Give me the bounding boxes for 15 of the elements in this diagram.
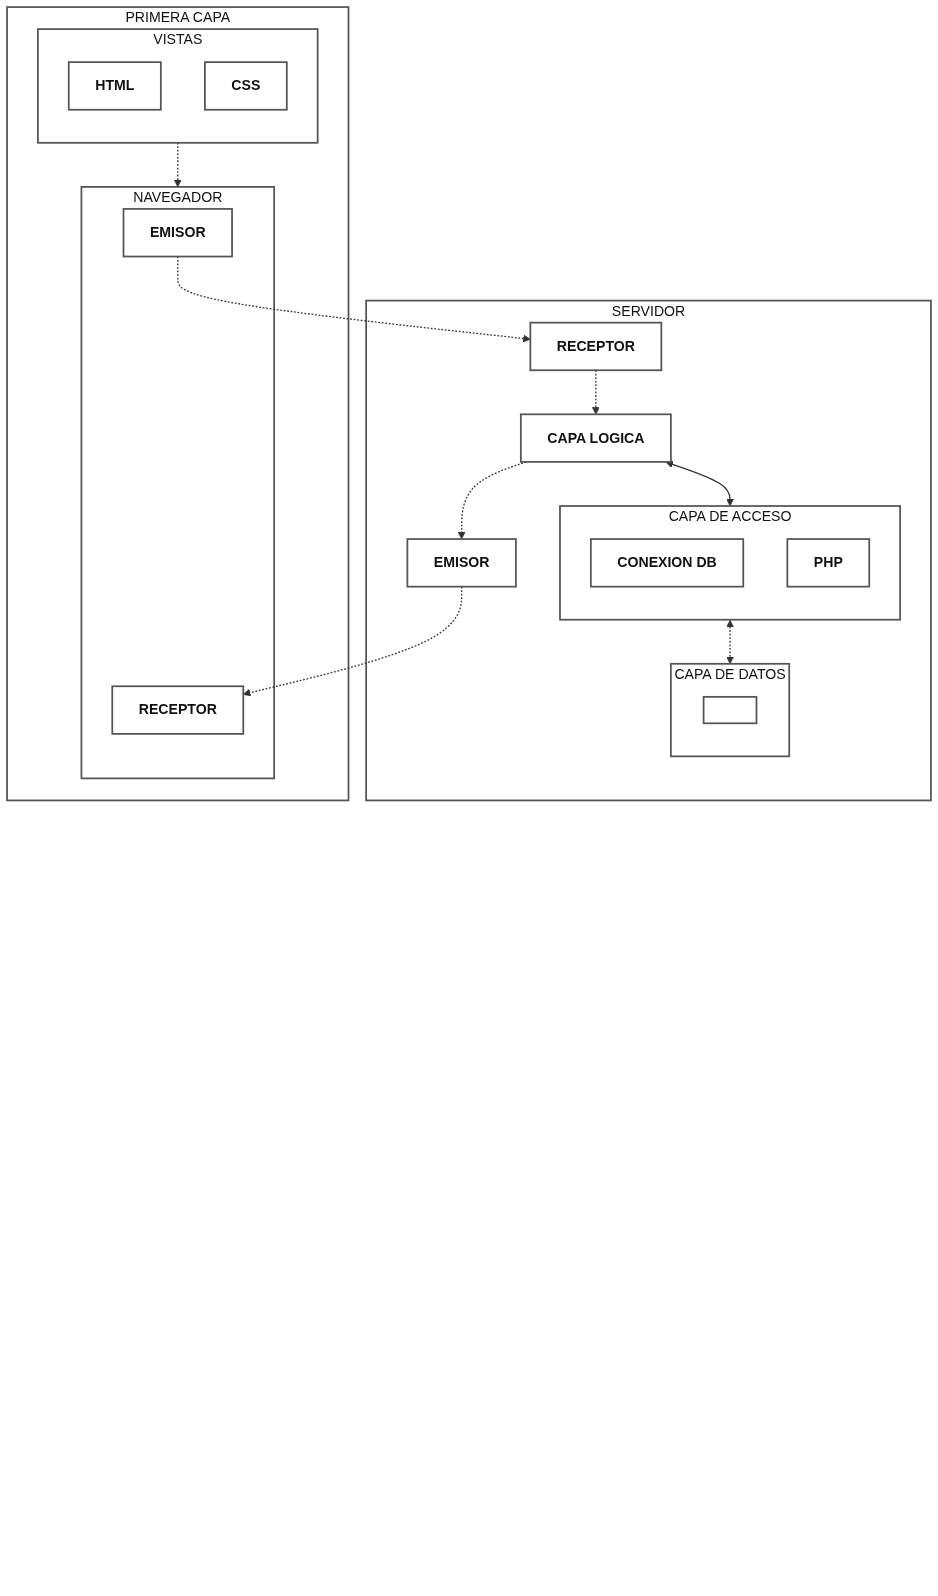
node-box: PHP — [786, 538, 871, 588]
node-box: HTML — [67, 61, 162, 111]
node-box: RECEPTOR — [111, 685, 245, 735]
arrow — [665, 460, 734, 507]
cluster: CAPA DE DATOS — [670, 662, 791, 758]
node-box: EMISOR — [406, 538, 517, 588]
arrow — [726, 619, 734, 665]
node-box — [702, 695, 758, 725]
node-box: CONEXION DB — [589, 538, 745, 588]
node-box: RECEPTOR — [529, 321, 663, 372]
node-box: EMISOR — [122, 208, 233, 258]
node-box: CAPA LOGICA — [519, 413, 672, 463]
arrow — [177, 255, 531, 343]
node-box: CSS — [204, 61, 288, 111]
arrow — [173, 142, 182, 188]
